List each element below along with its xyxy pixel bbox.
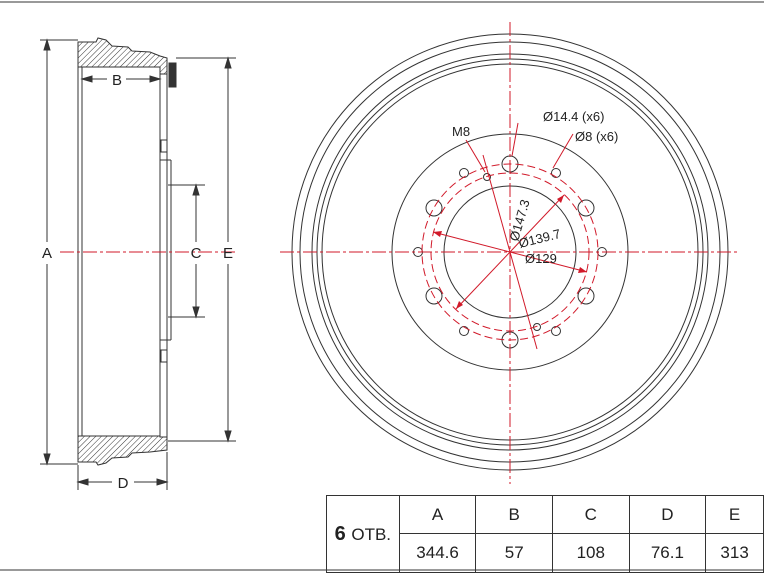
- value-e: 313: [705, 533, 764, 573]
- label-b: B: [112, 72, 122, 89]
- top-rim-section: [77, 37, 168, 75]
- holes-count: 6: [334, 522, 346, 545]
- label-hole-big: Ø14.4 (x6): [543, 109, 604, 124]
- dim-c: [168, 183, 205, 319]
- bolt-hole-small: [551, 168, 561, 178]
- value-b: 57: [475, 533, 553, 573]
- value-d: 76.1: [628, 533, 707, 573]
- spec-header-row: 6 ОТВ. A B C D E: [326, 495, 764, 573]
- dim-a: [40, 38, 78, 466]
- header-d: D: [628, 495, 707, 534]
- drum-band: [168, 62, 177, 88]
- label-d: D: [118, 475, 129, 492]
- bottom-rim-section: [77, 435, 168, 466]
- label-d129: Ø129: [525, 251, 557, 266]
- bolt-hole-small: [459, 326, 469, 336]
- label-m8: M8: [452, 124, 470, 139]
- leader-arrowheads: [433, 195, 587, 309]
- bolt-hole-large: [425, 287, 443, 305]
- spec-value-row: 344.6 57 108 76.1 313: [327, 533, 764, 573]
- header-a: A: [398, 495, 477, 534]
- header-c: C: [551, 495, 630, 534]
- value-c: 108: [551, 533, 630, 573]
- front-construction-lines: [280, 22, 740, 484]
- label-a: A: [42, 245, 52, 262]
- bolt-hole-large: [425, 199, 443, 217]
- bolt-hole-small: [551, 326, 561, 336]
- label-e: E: [223, 245, 233, 262]
- bolt-hole-large: [577, 199, 595, 217]
- label-hole-small: Ø8 (x6): [575, 129, 618, 144]
- bolt-hole-small: [459, 168, 469, 178]
- header-e: E: [705, 495, 764, 534]
- m8-hole: [483, 173, 491, 181]
- bolt-hole-large: [577, 287, 595, 305]
- label-c: C: [191, 245, 202, 262]
- spec-table: 6 ОТВ. A B C D E 344.6 57 108 76.1 313: [326, 495, 764, 573]
- dim-e: [168, 56, 236, 443]
- dim-b: [80, 75, 162, 83]
- value-a: 344.6: [398, 533, 477, 573]
- holes-cell: 6 ОТВ.: [326, 495, 400, 573]
- header-b: B: [475, 495, 553, 534]
- holes-unit: ОТВ.: [351, 524, 392, 544]
- side-view: [77, 37, 177, 466]
- dim-d: [76, 452, 169, 490]
